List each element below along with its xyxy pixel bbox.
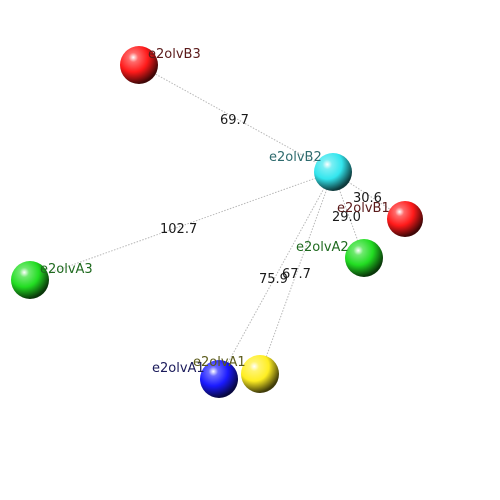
atom-sphere (11, 261, 49, 299)
edge-line (218, 171, 334, 380)
atom-label: e2olvB3 (148, 47, 201, 62)
atom-label: e2olvA2 (296, 240, 349, 255)
edge-distance-label: 67.7 (282, 267, 311, 282)
atom-sphere (120, 46, 158, 84)
atom-label: e2olvB1 (337, 201, 390, 216)
atom-sphere (345, 239, 383, 277)
atom-label: e2olvA1 (152, 361, 205, 376)
edge-line (29, 171, 334, 281)
atom-sphere (387, 201, 423, 237)
edge-distance-label: 75.9 (259, 272, 288, 287)
atom-sphere (200, 360, 238, 398)
edge-distance-label: 102.7 (160, 222, 197, 237)
atom-sphere (314, 153, 352, 191)
edge-labels-layer: 69.7 102.7 30.6 29.0 75.967.7 (160, 113, 382, 287)
atom-sphere (241, 355, 279, 393)
edge-line (332, 171, 406, 220)
edge-distance-label: 29.0 (332, 210, 361, 225)
atom-label: e2olvB2 (269, 150, 322, 165)
atom-label: e2olvA1 (193, 355, 246, 370)
node-labels-layer: e2olvB3 e2olvB2 e2olvB1 e2olvA2 e2olvA3 e2olv… (40, 47, 390, 376)
edge-distance-label: 30.6 (353, 191, 382, 206)
nodes-layer (11, 46, 423, 398)
edge-line (138, 64, 334, 173)
edge-distance-label: 69.7 (220, 113, 249, 128)
atom-label: e2olvA3 (40, 262, 93, 277)
